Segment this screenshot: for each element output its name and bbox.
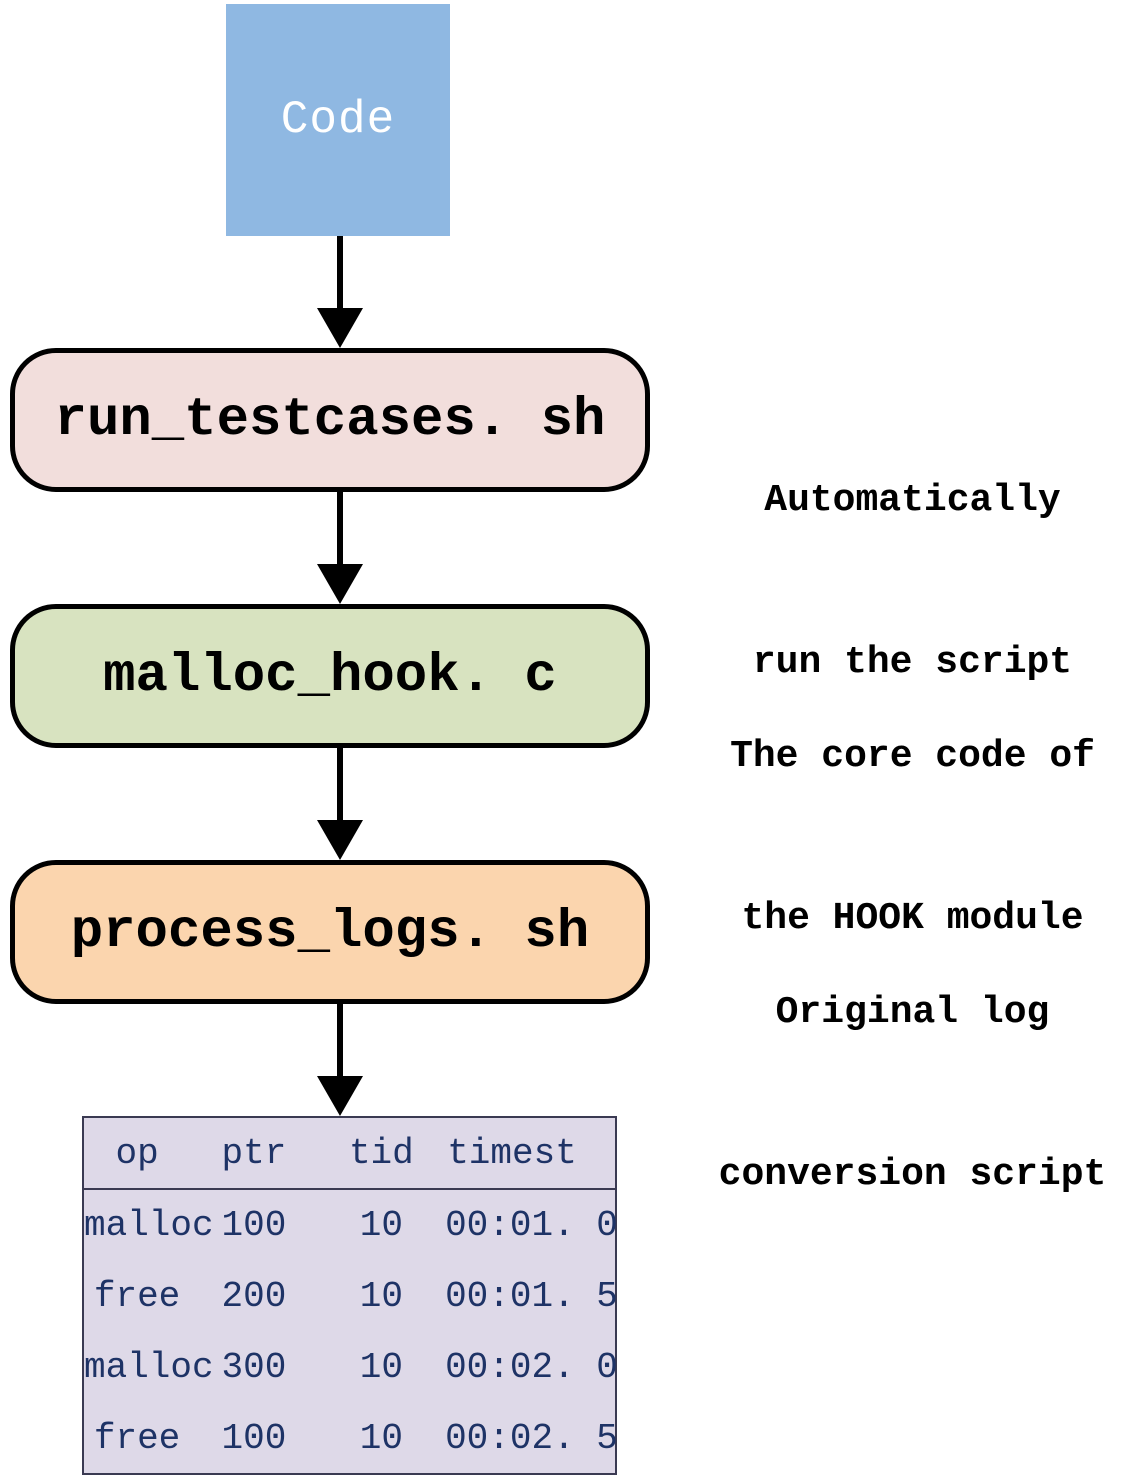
table-cell-timest: 00:02. 0: [445, 1347, 618, 1388]
annotation-run-testcases: Automatically run the script: [688, 366, 1137, 798]
arrow-shaft: [337, 236, 343, 310]
table-cell-op: free: [93, 1276, 181, 1317]
arrow-shaft: [337, 492, 343, 566]
arrow-head-icon: [317, 820, 363, 860]
arrow-head-icon: [317, 308, 363, 348]
table-cell-timest: 00:01. 5: [445, 1276, 618, 1317]
table-cell-ptr: 200: [221, 1276, 287, 1317]
arrow-head-icon: [317, 564, 363, 604]
table-header-cell-timest: timest: [447, 1132, 577, 1174]
table-cell-timest: 00:02. 5: [445, 1418, 618, 1459]
table-cell-timest: 00:01. 0: [445, 1205, 618, 1246]
table-cell-op: free: [93, 1418, 181, 1459]
annotation-process-logs: Original log conversion script: [688, 878, 1137, 1310]
annotation-line: Automatically: [764, 478, 1061, 522]
annotation-line: Original log: [775, 990, 1050, 1034]
table-row: free 100 10 00:02. 5: [84, 1403, 618, 1474]
arrow-process-logs-to-table: [317, 1004, 363, 1116]
table-header-row: op ptr tid timest: [84, 1118, 615, 1190]
annotation-line: The core code of: [730, 734, 1095, 778]
arrow-shaft: [337, 748, 343, 822]
stage-label-malloc-hook: malloc_hook. c: [103, 645, 557, 707]
stage-box-malloc-hook: malloc_hook. c: [10, 604, 650, 748]
table-header-cell-ptr: ptr: [221, 1132, 287, 1174]
arrow-code-to-run-testcases: [317, 236, 363, 348]
table-cell-op: malloc: [84, 1347, 214, 1388]
arrow-run-testcases-to-malloc-hook: [317, 492, 363, 604]
table-cell-tid: 10: [359, 1205, 403, 1246]
stage-box-run-testcases: run_testcases. sh: [10, 348, 650, 492]
log-output-table: op ptr tid timest malloc 100 10 00:01. 0…: [82, 1116, 618, 1475]
arrow-shaft: [337, 1004, 343, 1078]
table-row: free 200 10 00:01. 5: [84, 1261, 618, 1332]
stage-label-run-testcases: run_testcases. sh: [54, 389, 606, 451]
table-cell-tid: 10: [359, 1347, 403, 1388]
arrow-malloc-hook-to-process-logs: [317, 748, 363, 860]
table-header-cell-op: op: [115, 1132, 159, 1174]
annotation-line: run the script: [752, 640, 1073, 684]
table-cell-tid: 10: [359, 1418, 403, 1459]
arrow-head-icon: [317, 1076, 363, 1116]
table-cell-tid: 10: [359, 1276, 403, 1317]
code-box-label: Code: [280, 94, 396, 146]
code-box: Code: [226, 4, 450, 236]
annotation-line: the HOOK module: [741, 896, 1084, 940]
stage-box-process-logs: process_logs. sh: [10, 860, 650, 1004]
table-header-cell-tid: tid: [348, 1132, 414, 1174]
table-cell-op: malloc: [84, 1205, 214, 1246]
table-cell-ptr: 100: [221, 1418, 287, 1459]
table-row: malloc 100 10 00:01. 0: [84, 1190, 618, 1261]
stage-label-process-logs: process_logs. sh: [70, 901, 590, 963]
table-row: malloc 300 10 00:02. 0: [84, 1332, 618, 1403]
table-cell-ptr: 100: [221, 1205, 287, 1246]
annotation-line: conversion script: [718, 1152, 1107, 1196]
table-cell-ptr: 300: [221, 1347, 287, 1388]
annotation-malloc-hook: The core code of the HOOK module: [688, 622, 1137, 1054]
